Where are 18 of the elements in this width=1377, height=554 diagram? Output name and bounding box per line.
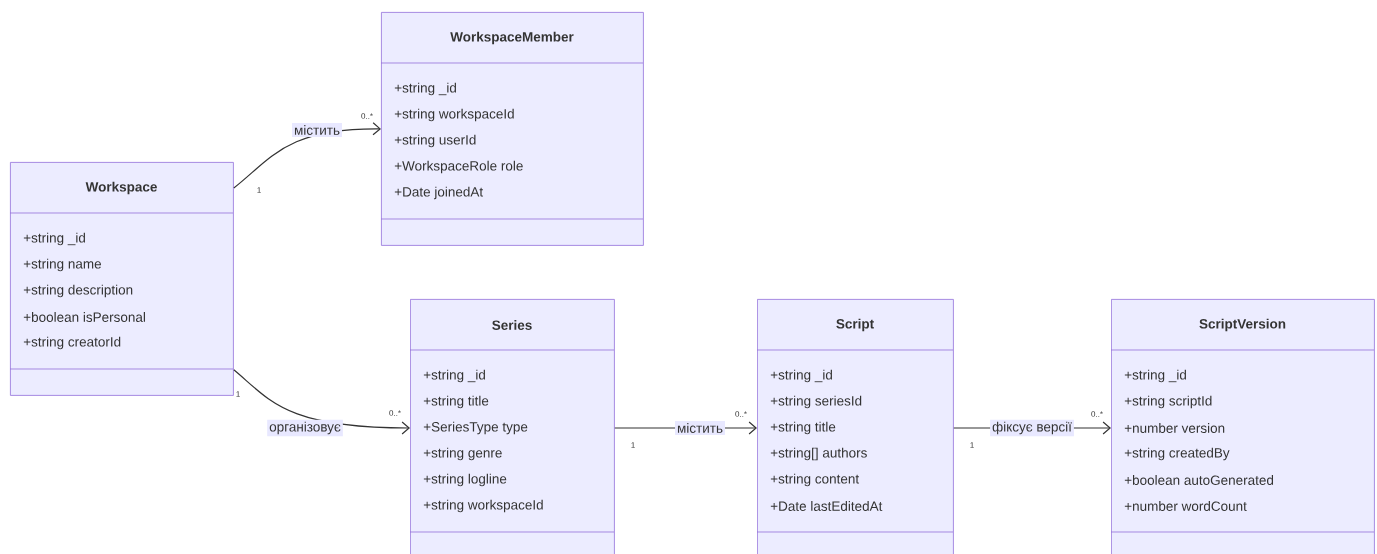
edge-label: фіксує версії <box>990 419 1074 437</box>
multiplicity-label: 1 <box>257 187 261 193</box>
multiplicity-label: 0..* <box>735 411 747 417</box>
class-box: Workspace +string _id +string name +string description +boolean isPersonal +string creatorId <box>9 162 234 396</box>
multiplicity-label: 0..* <box>389 410 401 416</box>
multiplicity-label: 1 <box>236 391 240 397</box>
edge-label: організовує <box>267 419 343 437</box>
multiplicity-label: 0..* <box>361 113 373 119</box>
multiplicity-label: 1 <box>631 442 635 448</box>
edge-label: містить <box>675 421 725 435</box>
association-arrow <box>233 369 410 435</box>
edge-label: містить <box>292 123 342 137</box>
class-box: Script +string _id +string seriesId +string title +string[] authors +string content +Date lastEditedAt <box>756 299 954 554</box>
multiplicity-label: 0..* <box>1091 411 1103 417</box>
class-box: ScriptVersion +string _id +string scriptId +number version +string createdBy +boolean autoGenerated +number wordCount <box>1110 299 1375 554</box>
class-box: Series +string _id +string title +SeriesType type +string genre +string logline +string workspaceId <box>409 299 615 554</box>
class-box: WorkspaceMember +string _id +string workspaceId +string userId +WorkspaceRole role +Date joinedAt <box>380 12 644 246</box>
multiplicity-label: 1 <box>970 442 974 448</box>
